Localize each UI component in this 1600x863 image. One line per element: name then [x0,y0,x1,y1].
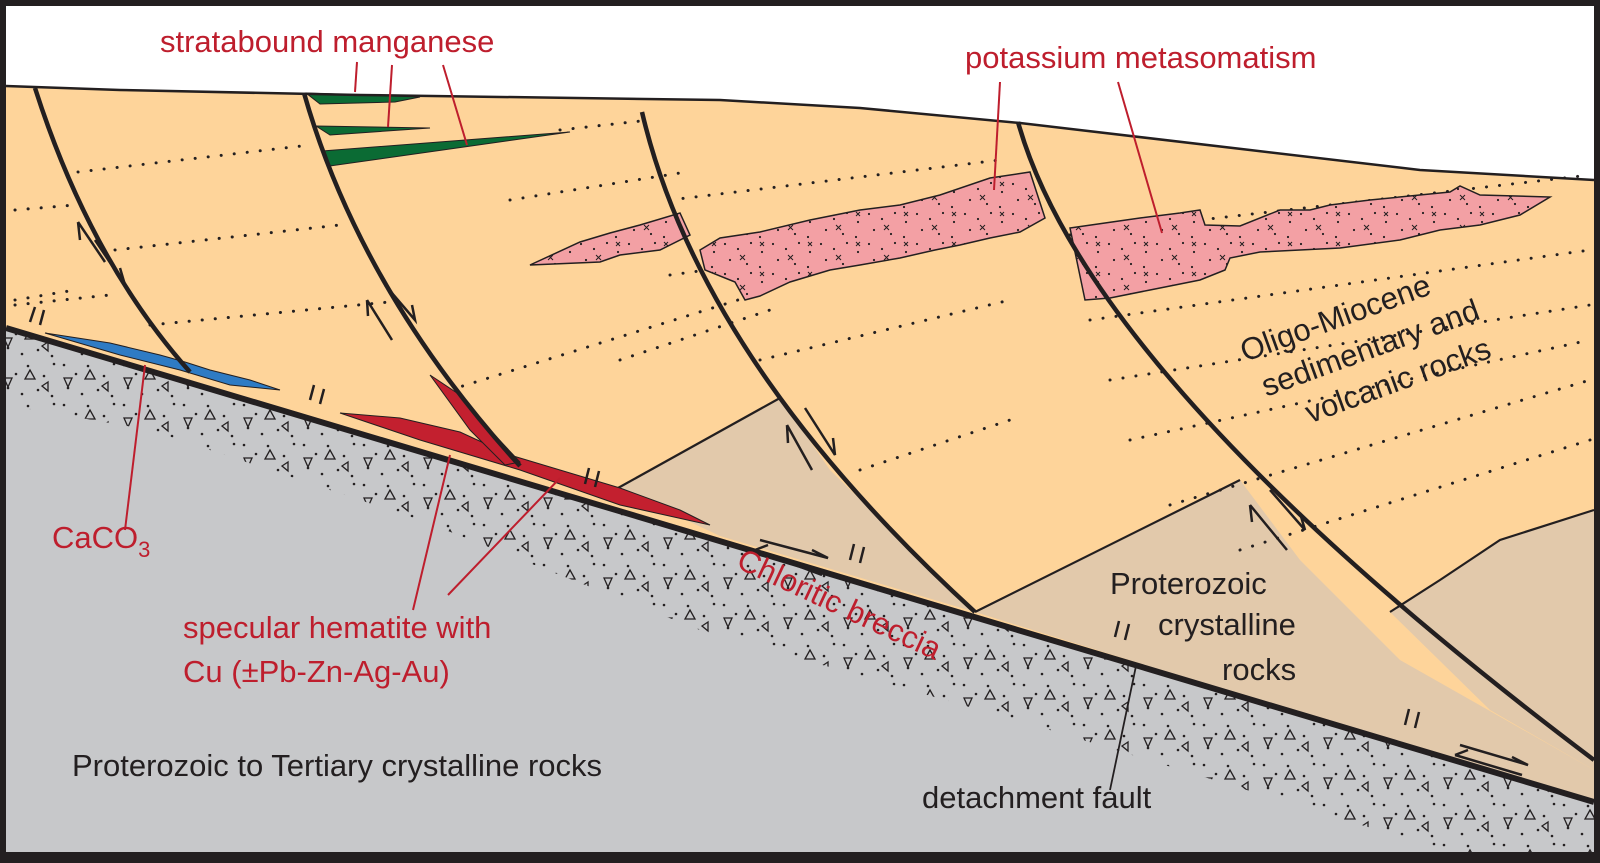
slip-arrows [76,221,1529,777]
proterozoic-wedge-2 [975,480,1594,802]
detachment-ticks [28,306,1421,729]
label-caco3-subscript: 3 [138,537,150,562]
label-detachment-fault: detachment fault [922,780,1152,815]
label-potassium-metasomatism: potassium metasomatism [965,40,1316,75]
label-lower-plate-rocks: Proterozoic to Tertiary crystalline rock… [72,748,602,783]
label-caco3-main: CaCO [52,520,138,555]
chloritic-breccia-zone [6,328,1594,852]
proterozoic-wedge-3 [1390,510,1594,770]
detachment-fault-line [5,325,1595,805]
proterozoic-wedge-1 [618,398,975,612]
ground-surface [5,84,1595,182]
manganese-lenses [304,92,571,167]
potassium-metasomatism-zone-2 [699,171,1046,301]
wedge-contacts [617,397,1595,613]
label-proterozoic-crystalline-line1: Proterozoic [1110,566,1267,601]
label-hematite-line1: specular hematite with [183,610,491,645]
caco3-lens [44,332,281,391]
label-proterozoic-crystalline-line3: rocks [1222,652,1296,687]
label-proterozoic-crystalline-line2: crystalline [1158,607,1296,642]
label-caco3: CaCO3 [52,520,150,562]
detachment-fault-leader [1109,665,1137,791]
leader-lines [124,61,1163,611]
label-hematite-line2: Cu (±Pb-Zn-Ag-Au) [183,654,450,689]
hematite-lens [339,412,711,526]
potassium-metasomatism-zone-1 [529,212,691,266]
potassium-metasomatism-zone-3 [1069,185,1553,301]
label-stratabound-manganese: stratabound manganese [160,24,494,59]
